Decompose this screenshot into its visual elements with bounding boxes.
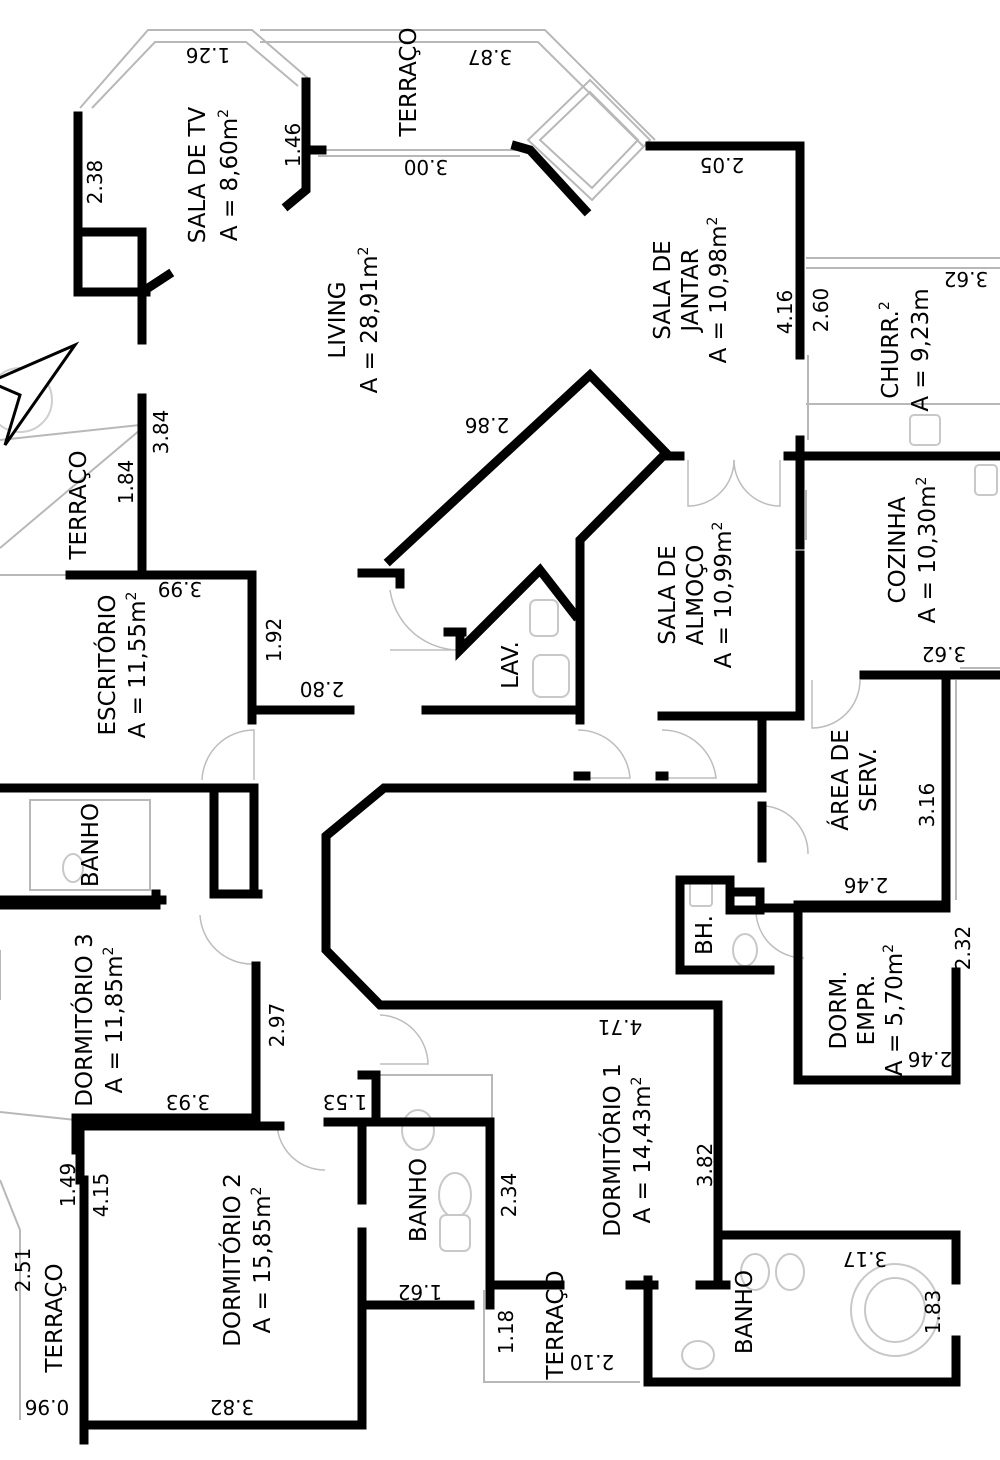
label-dorm-empr: DORM. EMPR. A = 5,70m2 <box>826 944 908 1076</box>
label-lav: LAV. <box>498 641 524 689</box>
dim-2-32: 2.32 <box>951 926 975 971</box>
dim-1-62: 1.62 <box>398 1280 443 1304</box>
dim-1-18: 1.18 <box>494 1310 518 1355</box>
dim-3-87: 3.87 <box>468 45 513 69</box>
dim-1-26: 1.26 <box>186 43 231 67</box>
dim-2-34: 2.34 <box>497 1173 521 1218</box>
svg-text:A = 28,91m2: A = 28,91m2 <box>356 247 383 394</box>
label-dormitorio-1: DORMITÓRIO 1 A = 14,43m2 <box>598 1063 656 1236</box>
dim-2-46-a: 2.46 <box>844 873 889 897</box>
dimension-labels: 1.26 3.87 2.38 1.46 3.00 2.05 3.62 4.16 … <box>11 43 988 1419</box>
dim-2-80: 2.80 <box>300 677 345 701</box>
svg-text:A = 9,23m: A = 9,23m <box>908 288 934 411</box>
label-banho-1: BANHO <box>78 803 104 887</box>
label-bh: BH. <box>692 915 718 955</box>
svg-text:A = 10,99m2: A = 10,99m2 <box>710 522 737 669</box>
dim-2-05: 2.05 <box>700 153 745 177</box>
label-living: LIVING A = 28,91m2 <box>325 247 383 394</box>
svg-text:ESCRITÓRIO: ESCRITÓRIO <box>93 595 121 736</box>
dim-0-96: 0.96 <box>25 1395 70 1419</box>
label-terraco-left: TERRAÇO <box>66 450 92 560</box>
label-cozinha: COZINHA A = 10,30m2 <box>885 477 941 624</box>
dim-3-62-mid: 3.62 <box>922 642 967 666</box>
svg-text:SALA DE: SALA DE <box>650 240 676 339</box>
svg-text:JANTAR: JANTAR <box>678 248 704 333</box>
svg-text:EMPR.: EMPR. <box>854 975 880 1046</box>
label-terraco-top: TERRAÇO <box>396 27 422 137</box>
label-terraco-bottom: TERRAÇO <box>42 1263 68 1373</box>
svg-text:A = 10,98m2: A = 10,98m2 <box>705 217 732 364</box>
svg-text:A = 14,43m2: A = 14,43m2 <box>629 1077 656 1224</box>
svg-text:A = 11,85m2: A = 11,85m2 <box>101 947 128 1094</box>
svg-text:SALA DE: SALA DE <box>655 545 681 644</box>
walls <box>0 77 1000 1445</box>
dim-2-10: 2.10 <box>570 1350 615 1374</box>
dim-2-60: 2.60 <box>809 288 833 333</box>
dim-3-99: 3.99 <box>158 577 203 601</box>
dim-4-15: 4.15 <box>89 1173 113 1218</box>
label-sala-jantar: SALA DE JANTAR A = 10,98m2 <box>650 217 732 364</box>
dim-2-38: 2.38 <box>83 160 107 205</box>
svg-text:A = 8,60m2: A = 8,60m2 <box>216 109 243 241</box>
svg-text:BH.: BH. <box>692 915 718 955</box>
svg-text:COZINHA: COZINHA <box>885 496 911 603</box>
svg-text:DORMITÓRIO 3: DORMITÓRIO 3 <box>70 933 98 1106</box>
dim-3-17: 3.17 <box>843 1247 888 1271</box>
svg-text:DORMITÓRIO 2: DORMITÓRIO 2 <box>218 1173 246 1346</box>
dim-3-84: 3.84 <box>149 410 173 455</box>
svg-text:BANHO: BANHO <box>78 803 104 887</box>
dim-1-83: 1.83 <box>921 1290 945 1335</box>
dim-3-00: 3.00 <box>404 155 449 179</box>
dim-3-82-b: 3.82 <box>210 1395 255 1419</box>
label-dormitorio-2: DORMITÓRIO 2 A = 15,85m2 <box>218 1173 276 1346</box>
dim-3-62-top: 3.62 <box>944 267 989 291</box>
dim-2-51: 2.51 <box>11 1248 35 1293</box>
svg-text:TERRAÇO: TERRAÇO <box>543 1270 569 1380</box>
dim-1-49: 1.49 <box>56 1163 80 1208</box>
label-sala-almoco: SALA DE ALMOÇO A = 10,99m2 <box>655 522 737 669</box>
svg-text:BANHO: BANHO <box>406 1158 432 1242</box>
dim-2-86: 2.86 <box>465 413 510 437</box>
svg-text:A = 15,85m2: A = 15,85m2 <box>249 1187 276 1334</box>
dim-1-92: 1.92 <box>262 618 286 663</box>
svg-text:LIVING: LIVING <box>325 281 351 358</box>
room-labels: SALA DE TV A = 8,60m2 LIVING A = 28,91m2… <box>42 27 941 1380</box>
label-sala-tv: SALA DE TV A = 8,60m2 <box>185 106 243 243</box>
label-terraco-mid: TERRAÇO <box>543 1270 569 1380</box>
label-dormitorio-3: DORMITÓRIO 3 A = 11,85m2 <box>70 933 128 1106</box>
door-swings <box>199 459 861 1171</box>
svg-text:ALMOÇO: ALMOÇO <box>683 545 709 646</box>
svg-text:SERV.: SERV. <box>856 748 882 812</box>
dim-3-93: 3.93 <box>166 1090 211 1114</box>
north-arrow-icon <box>0 341 80 446</box>
dim-2-46-b: 2.46 <box>908 1047 953 1071</box>
label-churr: CHURR.2 A = 9,23m <box>877 288 934 411</box>
svg-text:ÁREA DE: ÁREA DE <box>826 729 854 831</box>
dim-4-16: 4.16 <box>773 290 797 335</box>
dim-1-53: 1.53 <box>323 1090 368 1114</box>
dim-4-71: 4.71 <box>598 1015 643 1039</box>
svg-text:TERRAÇO: TERRAÇO <box>66 450 92 560</box>
label-banho-2: BANHO <box>406 1158 432 1242</box>
svg-text:A = 11,55m2: A = 11,55m2 <box>124 592 151 739</box>
dim-1-46: 1.46 <box>281 123 305 168</box>
svg-text:DORM.: DORM. <box>826 971 852 1050</box>
svg-text:DORMITÓRIO 1: DORMITÓRIO 1 <box>598 1063 626 1236</box>
svg-text:A = 10,30m2: A = 10,30m2 <box>914 477 941 624</box>
dim-3-16: 3.16 <box>915 783 939 828</box>
dim-1-84: 1.84 <box>114 460 138 505</box>
label-area-serv: ÁREA DE SERV. <box>826 729 882 831</box>
label-escritorio: ESCRITÓRIO A = 11,55m2 <box>93 592 151 739</box>
svg-text:TERRAÇO: TERRAÇO <box>42 1263 68 1373</box>
svg-text:A = 5,70m2: A = 5,70m2 <box>881 944 908 1076</box>
svg-text:CHURR.2: CHURR.2 <box>877 301 904 399</box>
label-banho-3: BANHO <box>732 1270 758 1354</box>
svg-text:LAV.: LAV. <box>498 641 524 689</box>
dim-2-97: 2.97 <box>265 1003 289 1048</box>
dim-3-82-a: 3.82 <box>693 1143 717 1188</box>
svg-text:TERRAÇO: TERRAÇO <box>396 27 422 137</box>
svg-text:BANHO: BANHO <box>732 1270 758 1354</box>
svg-text:SALA DE TV: SALA DE TV <box>185 106 211 243</box>
